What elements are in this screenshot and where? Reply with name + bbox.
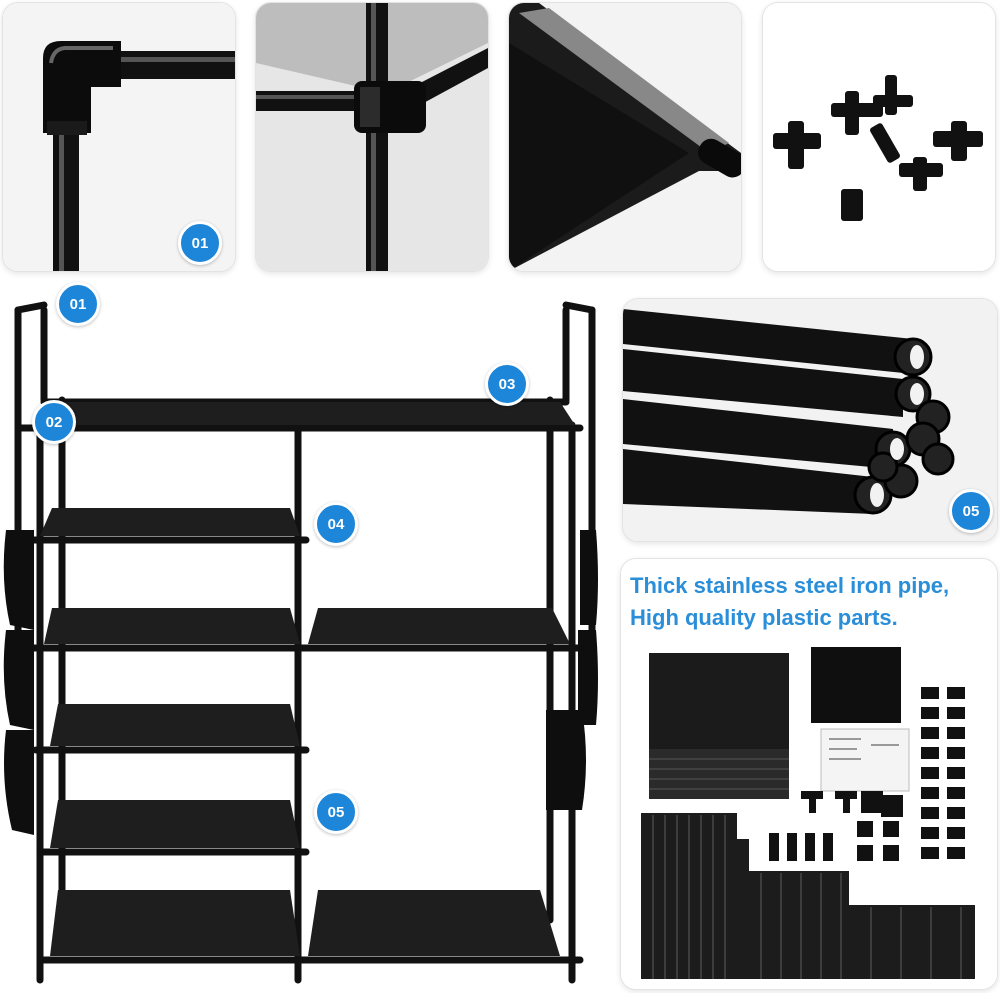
fabric-sleeve-photo [509, 3, 741, 271]
callout-01: 01 [56, 282, 100, 326]
detail-card-05: 05 [622, 298, 998, 542]
detail-card-03: 03 [508, 2, 742, 272]
headline-line-2: High quality plastic parts. [630, 605, 898, 630]
shoe-rack-illustration [3, 301, 598, 984]
detail-badge-01: 01 [178, 221, 222, 265]
detail-card-01: 01 [2, 2, 236, 272]
plastic-connectors-photo [763, 3, 995, 271]
pipe-bundle-photo [623, 299, 997, 541]
detail-card-04: 04 [762, 2, 996, 272]
product-headline: Thick stainless steel iron pipe, High qu… [630, 570, 949, 634]
detail-badge-05: 05 [949, 489, 993, 533]
tee-connector-photo [256, 3, 488, 271]
package-contents-photo [621, 559, 997, 989]
callout-02: 02 [32, 400, 76, 444]
headline-line-1: Thick stainless steel iron pipe, [630, 573, 950, 598]
elbow-joint-photo [3, 3, 235, 271]
detail-card-02: 02 [255, 2, 489, 272]
package-contents-card [620, 558, 998, 990]
callout-05: 05 [314, 790, 358, 834]
callout-04: 04 [314, 502, 358, 546]
callout-03: 03 [485, 362, 529, 406]
